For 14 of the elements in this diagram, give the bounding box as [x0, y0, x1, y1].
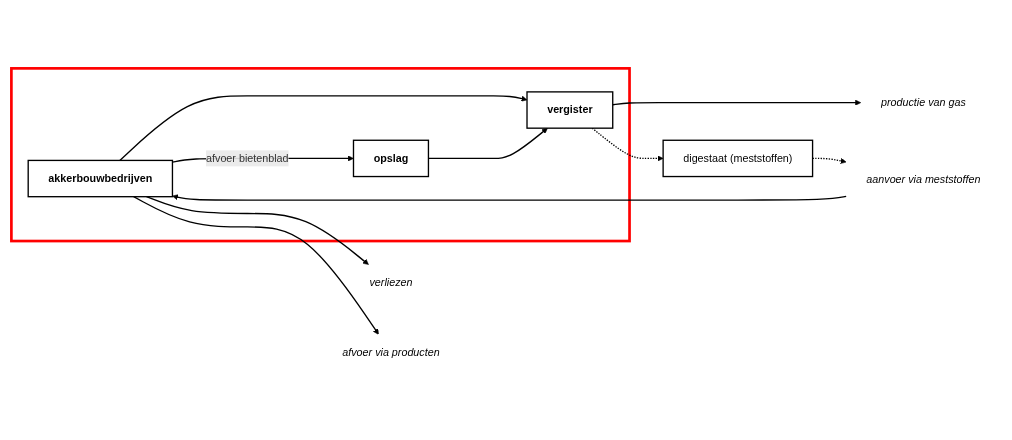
node-text: verliezen	[369, 277, 413, 289]
edge-label: afvoer bietenblad	[206, 152, 289, 165]
arrow	[591, 127, 664, 162]
node-box: akkerbouwbedrijven	[27, 160, 174, 198]
arrow	[612, 100, 862, 107]
node-text: productie van gas	[880, 97, 966, 109]
node-box: opslag	[352, 140, 430, 178]
node-box: digestaat (meststoffen)	[662, 140, 814, 178]
arrow	[172, 194, 847, 202]
cluster	[10, 67, 631, 243]
node-text: afvoer via producten	[342, 346, 440, 359]
node-text: aanvoer via meststoffen	[866, 173, 981, 186]
arrow	[133, 196, 379, 336]
node-box: vergister	[526, 91, 614, 130]
